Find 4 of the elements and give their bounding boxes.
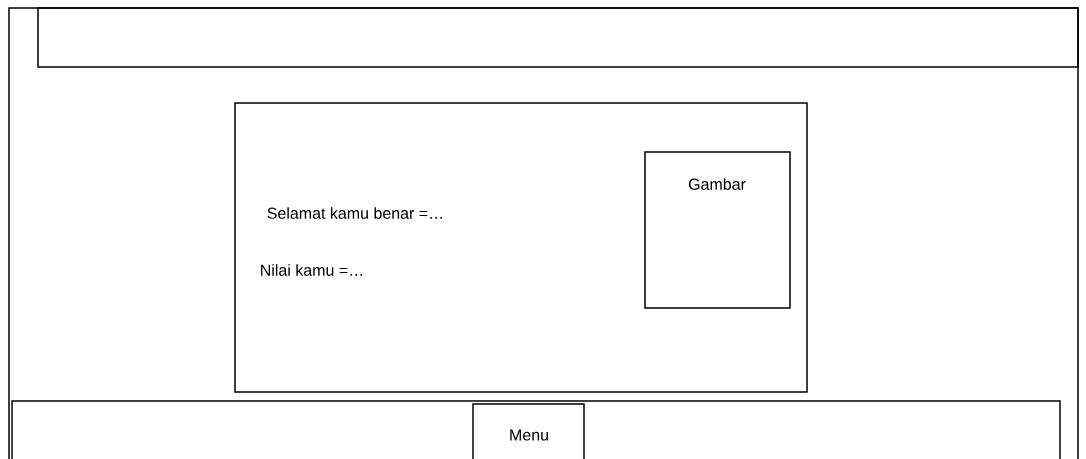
footer-bar [11, 400, 1061, 459]
image-placeholder: Gambar [644, 151, 791, 309]
menu-button: Menu [472, 403, 585, 459]
header-bar [37, 7, 1079, 68]
